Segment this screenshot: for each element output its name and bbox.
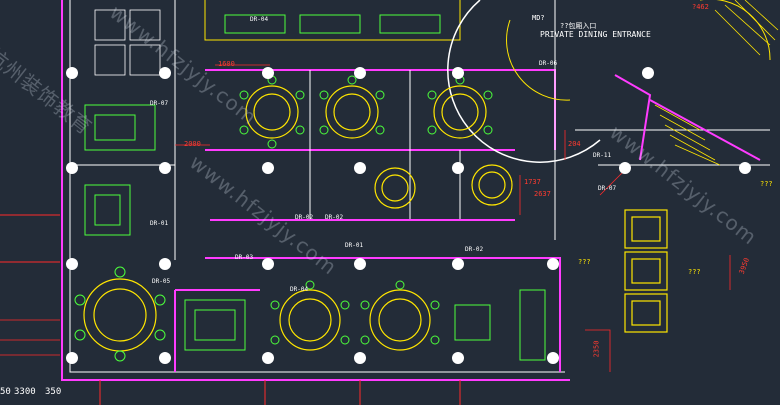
bottom-dimension-3: 350 <box>45 387 62 397</box>
door-tag: DR-01 <box>345 242 364 249</box>
elevators <box>624 209 668 333</box>
door-tag: DR-02 <box>325 214 344 221</box>
dimension-462: ?462 <box>692 3 709 11</box>
restrooms <box>94 9 161 76</box>
entrance-label-en: PRIVATE DINING ENTRANCE <box>540 30 651 39</box>
entrance-label-cn: ??包厢入口 <box>560 22 597 30</box>
lounge-furniture <box>84 14 546 361</box>
door-tag: DR-11 <box>593 152 612 159</box>
grid-ticks <box>99 380 461 405</box>
round-tables <box>83 85 513 352</box>
door-tag: DR-07 <box>150 100 169 107</box>
dimension-1600: 1600 <box>218 60 235 68</box>
dimension-2637: 2637 <box>534 190 551 198</box>
dimension-1737: 1737 <box>524 178 541 186</box>
door-tag: DR-01 <box>150 220 169 227</box>
column-markers <box>66 67 751 364</box>
door-tag: DR-02 <box>295 214 314 221</box>
dimension-2000: 2000 <box>184 140 201 148</box>
dimension-lines <box>0 64 731 372</box>
chairs <box>74 75 493 362</box>
dimension-204: 204 <box>568 140 581 148</box>
door-tag: DR-05 <box>152 278 171 285</box>
door-tag: DR-04 <box>290 286 309 293</box>
unknown-label: ??? <box>760 180 773 188</box>
room-code-label: MD? <box>532 14 545 22</box>
door-tag: DR-07 <box>598 185 617 192</box>
door-tag: DR-03 <box>235 254 254 261</box>
unknown-label: ??? <box>688 268 701 276</box>
bottom-dimension-2: 3300 <box>14 387 36 397</box>
door-tag: DR-06 <box>539 60 558 67</box>
dimension-2350: 2350 <box>592 340 601 358</box>
unknown-label: ??? <box>578 258 591 266</box>
walls <box>0 0 770 381</box>
door-tag: DR-04 <box>250 16 269 23</box>
bottom-dimension-1: 50 <box>0 387 11 397</box>
door-tag: DR-02 <box>465 246 484 253</box>
staircase <box>654 0 779 166</box>
